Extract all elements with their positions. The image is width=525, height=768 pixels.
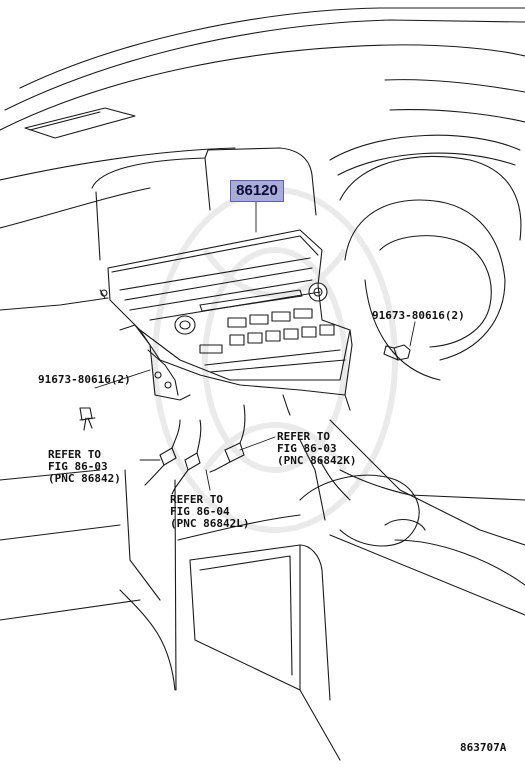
ref-bottom-line-3: (PNC 86842L) bbox=[170, 517, 250, 530]
ref-left-line-3: (PNC 86842) bbox=[48, 472, 121, 485]
bolt-left-callout[interactable]: 91673-80616(2) bbox=[38, 373, 131, 386]
leader-lines bbox=[94, 199, 416, 491]
leader-ref-bottom bbox=[205, 469, 211, 491]
leader-bolt-right bbox=[409, 321, 416, 347]
ref-right-callout[interactable]: REFER TO FIG 86-03 (PNC 86842K) bbox=[277, 431, 356, 467]
ref-bottom-line-2: FIG 86-04 bbox=[170, 505, 230, 518]
left-bolt-art bbox=[79, 407, 96, 431]
ref-right-line-1: REFER TO bbox=[277, 430, 330, 443]
right-bolt-art bbox=[383, 344, 411, 361]
ref-bottom-line-1: REFER TO bbox=[170, 493, 223, 506]
ref-left-callout[interactable]: REFER TO FIG 86-03 (PNC 86842) bbox=[48, 449, 121, 485]
dash-top-edge bbox=[19, 7, 525, 89]
figure-id: 863707A bbox=[460, 741, 507, 754]
left-bracket bbox=[99, 289, 191, 401]
dash-top-edge-3 bbox=[0, 44, 525, 131]
ref-bottom-callout[interactable]: REFER TO FIG 86-04 (PNC 86842L) bbox=[170, 494, 249, 530]
dash-top-edge-2 bbox=[4, 19, 525, 111]
center-console bbox=[0, 419, 525, 761]
steering-shroud bbox=[329, 134, 521, 161]
ref-left-line-2: FIG 86-03 bbox=[48, 460, 108, 473]
leader-bolt-left bbox=[94, 369, 151, 389]
leader-ref-right bbox=[239, 436, 276, 451]
part-number-86120[interactable]: 86120 bbox=[230, 180, 284, 202]
defrost-vent bbox=[24, 107, 136, 139]
ref-left-line-1: REFER TO bbox=[48, 448, 101, 461]
ref-right-line-2: FIG 86-03 bbox=[277, 442, 337, 455]
bolt-right-callout[interactable]: 91673-80616(2) bbox=[372, 309, 465, 322]
connectors bbox=[144, 394, 291, 495]
audio-head-unit bbox=[107, 229, 353, 411]
ref-right-line-3: (PNC 86842K) bbox=[277, 454, 357, 467]
